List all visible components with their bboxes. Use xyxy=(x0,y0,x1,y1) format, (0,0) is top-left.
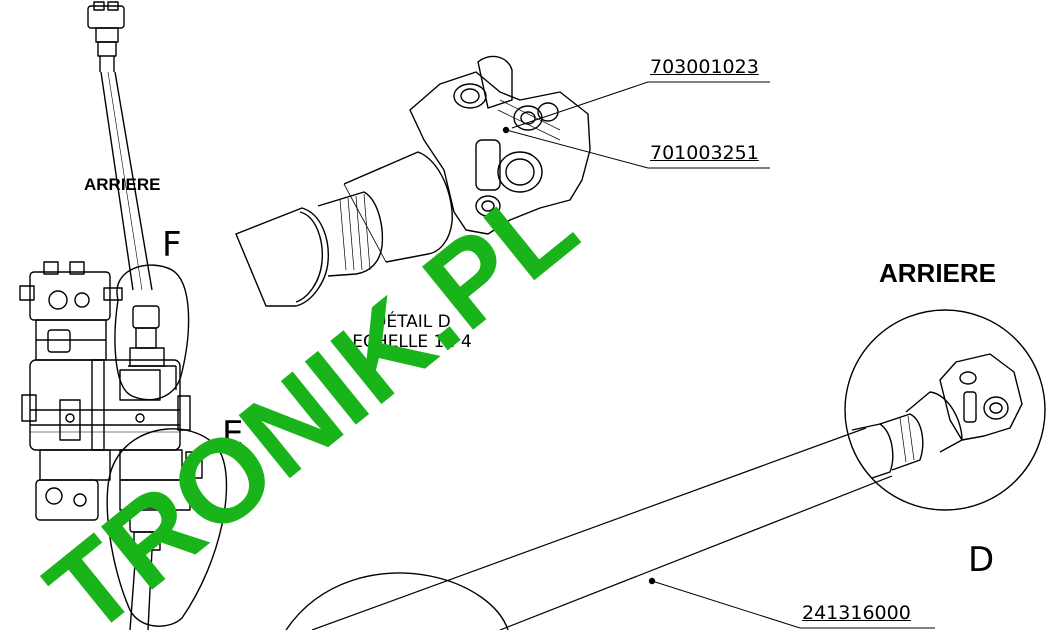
arriere-label-left: ARRIERE xyxy=(84,175,161,194)
detail-title-scale: ECHELLE 1 : 4 xyxy=(352,332,472,352)
gearbox-assembly xyxy=(19,261,203,630)
detail-circle-bottom xyxy=(285,572,509,630)
detail-d-joint xyxy=(235,55,591,307)
part-number-701003251: 701003251 xyxy=(650,142,759,164)
detail-letter-d: D xyxy=(968,540,995,580)
vertical-shaft xyxy=(87,1,153,291)
detail-title: DÉTAIL D ECHELLE 1 : 4 xyxy=(324,312,500,352)
detail-circle-d xyxy=(844,309,1046,511)
detail-title-name: DÉTAIL D xyxy=(373,312,451,332)
detail-circle-f xyxy=(114,264,190,401)
arriere-label-right: ARRIERE xyxy=(879,258,997,288)
detail-letter-e: E xyxy=(222,414,244,454)
leader-lines xyxy=(505,81,935,629)
detail-letter-f: F xyxy=(162,225,182,265)
part-number-703001023: 703001023 xyxy=(650,56,759,78)
main-drive-shaft xyxy=(311,353,1023,630)
detail-circle-e xyxy=(106,428,228,627)
part-number-241316000: 241316000 xyxy=(802,602,911,624)
